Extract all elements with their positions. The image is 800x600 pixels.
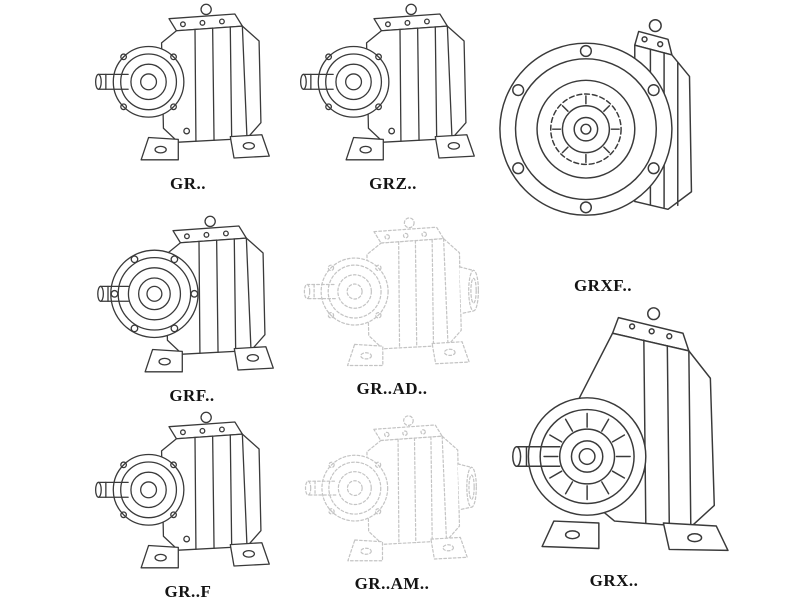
model-label-grf: GRF.. xyxy=(169,386,215,405)
grz-gearbox-drawing xyxy=(296,0,491,172)
model-cell-gr: GR.. xyxy=(88,0,288,194)
grxf-gearbox-drawing xyxy=(496,0,711,274)
model-cell-grxf: GRXF.. xyxy=(492,0,714,296)
model-label-grx: GRX.. xyxy=(589,571,639,590)
model-label-grff: GR..F xyxy=(164,582,212,600)
grf-foot-gearbox-drawing xyxy=(91,408,286,580)
model-label-grz: GRZ.. xyxy=(369,174,417,193)
model-cell-grad: GR..AD.. xyxy=(292,214,492,399)
model-label-gram: GR..AM.. xyxy=(354,574,430,593)
grad-gearbox-drawing xyxy=(300,214,485,377)
model-label-gr: GR.. xyxy=(170,174,206,193)
model-cell-grx: GRX.. xyxy=(494,300,734,591)
model-cell-grz: GRZ.. xyxy=(293,0,493,194)
model-cell-grf: GRF.. xyxy=(92,212,292,406)
grf-gearbox-drawing xyxy=(95,212,290,384)
gr-gearbox-drawing xyxy=(91,0,286,172)
model-cell-gram: GR..AM.. xyxy=(292,412,492,594)
model-label-grad: GR..AD.. xyxy=(356,379,428,398)
model-cell-grff: GR..F xyxy=(88,408,288,600)
gram-gearbox-drawing xyxy=(301,412,483,572)
model-label-grxf: GRXF.. xyxy=(573,276,633,295)
grx-gearbox-drawing xyxy=(497,300,732,569)
